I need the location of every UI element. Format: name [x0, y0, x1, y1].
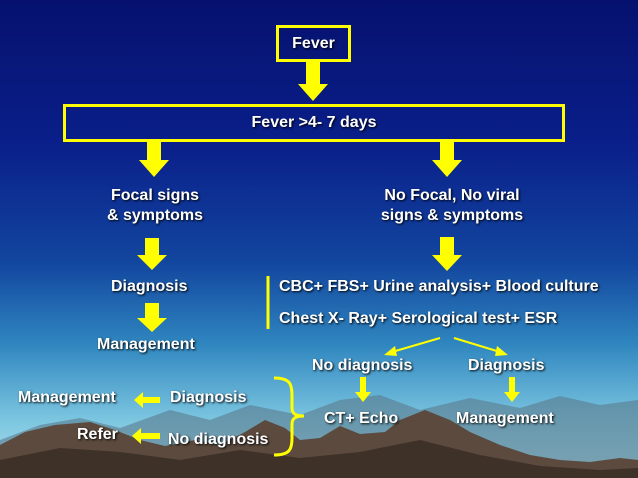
arrow-down-to-management — [137, 303, 167, 332]
bottom-no-diagnosis-label: No diagnosis — [168, 431, 269, 448]
fever-duration-label: Fever >4- 7 days — [251, 114, 377, 131]
arrow-down-to-diagnosis — [137, 238, 167, 270]
no-focal-line2: signs & symptoms — [380, 207, 524, 224]
arrow-down-to-tests — [432, 237, 462, 271]
arrow-down-no-focal — [432, 142, 462, 177]
no-focal-line1: No Focal, No viral — [384, 187, 520, 204]
curly-brace — [273, 376, 305, 457]
refer-label: Refer — [77, 426, 118, 443]
no-focal-label: No Focal, No viral signs & symptoms — [352, 186, 552, 226]
arrow-down-to-right-management — [504, 377, 520, 402]
split-line-right — [453, 337, 501, 353]
split-line-left — [391, 337, 441, 353]
split-arrowhead-left — [384, 346, 397, 356]
ct-echo-label: CT+ Echo — [324, 410, 399, 427]
bottom-diagnosis-label: Diagnosis — [170, 389, 247, 406]
no-diagnosis-label: No diagnosis — [312, 357, 413, 374]
bottom-management-label: Management — [18, 389, 116, 406]
arrow-down-fever — [298, 62, 328, 101]
arrow-down-focal — [139, 142, 169, 177]
fever-label: Fever — [292, 34, 335, 52]
arrow-left-to-management — [134, 392, 160, 408]
split-arrowhead-right — [495, 346, 508, 356]
right-diagnosis-label: Diagnosis — [468, 357, 545, 374]
mountain-shadow — [0, 440, 638, 478]
arrow-down-to-ct-echo — [355, 377, 371, 402]
fever-box: Fever — [276, 25, 351, 62]
left-diagnosis-label: Diagnosis — [111, 278, 188, 295]
tests-line2: Chest X- Ray+ Serological test+ ESR — [279, 310, 558, 327]
focal-signs-label: Focal signs & symptoms — [80, 186, 230, 226]
tests-line1: CBC+ FBS+ Urine analysis+ Blood culture — [279, 278, 599, 295]
arrow-left-to-refer — [132, 428, 160, 444]
focal-signs-line1: Focal signs — [110, 187, 200, 204]
focal-signs-line2: & symptoms — [106, 207, 204, 224]
right-management-label: Management — [456, 410, 554, 427]
left-management-label: Management — [97, 336, 195, 353]
fever-duration-box: Fever >4- 7 days — [63, 104, 565, 142]
